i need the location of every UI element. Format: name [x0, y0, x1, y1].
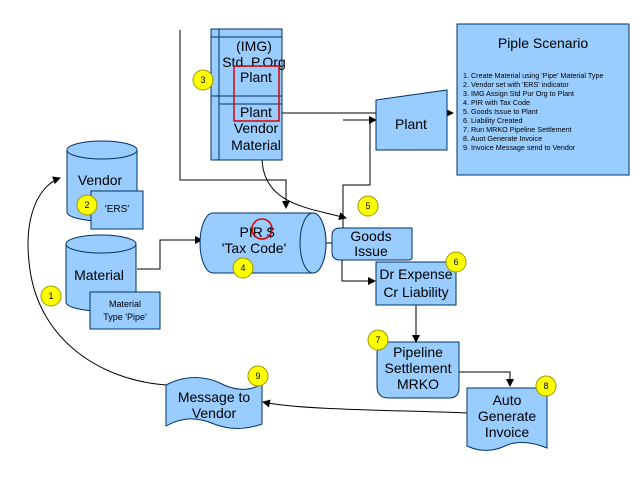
pir-line-1: PIR $	[239, 224, 274, 240]
connector-vendor-material-to-goods-issue	[261, 156, 347, 220]
scenario-step: 2. Vendor set with 'ERS' indicator	[463, 80, 569, 89]
connectors	[27, 30, 514, 414]
message-to-vendor-node: Message to Vendor	[165, 377, 263, 429]
scenario-step: 6. Liability Created	[463, 116, 523, 125]
step-badge-6: 6	[445, 251, 467, 273]
pipeline-line-3: MRKO	[397, 376, 439, 392]
material-type-tag-node: Material Type 'Pipe'	[89, 291, 161, 330]
connector-porg-to-pir	[179, 30, 290, 209]
invoice-line-2: Generate	[478, 408, 537, 424]
img-std-porg-node: (IMG) Std. P.Org Plant Plant Vendor Mate…	[210, 28, 286, 161]
svg-text:1: 1	[48, 291, 53, 301]
goods-issue-line-2: Issue	[354, 243, 388, 259]
scenario-step: 4. PIR with Tax Code	[463, 98, 530, 107]
step-badge-3: 3	[192, 69, 214, 91]
pir-line-2: 'Tax Code'	[222, 240, 287, 256]
ers-tag-node: 'ERS'	[90, 190, 144, 230]
svg-text:2: 2	[84, 200, 89, 210]
expense-line-2: Cr Liability	[383, 284, 448, 300]
step-badges: 1 2 3 4 5 6 7 8	[40, 69, 557, 397]
scenario-title: Piple Scenario	[498, 35, 588, 51]
ers-tag-label: 'ERS'	[105, 204, 129, 215]
step-badge-5: 5	[357, 195, 379, 217]
scenario-step: 7. Run MRKO Pipeline Settlement	[463, 125, 572, 134]
scenario-step: 8. Auot Generate Invoice	[463, 134, 542, 143]
material-type-line-2: Type 'Pipe'	[103, 312, 147, 322]
connector-pir-to-expense	[341, 257, 376, 285]
goods-issue-line-1: Goods	[350, 228, 391, 244]
pipeline-settlement-node: Pipeline Settlement MRKO	[376, 341, 460, 399]
pipeline-line-2: Settlement	[385, 360, 452, 376]
connector-message-to-vendor	[27, 176, 167, 386]
message-line-2: Vendor	[192, 405, 237, 421]
step-badge-1: 1	[40, 285, 62, 307]
step-badge-9: 9	[247, 365, 269, 387]
plant-right-node: Plant	[375, 89, 448, 151]
pipeline-line-1: Pipeline	[393, 344, 443, 360]
vendor-label: Vendor	[78, 172, 123, 188]
expense-node: Dr Expense Cr Liability	[375, 261, 457, 306]
step-badge-2: 2	[76, 194, 98, 216]
material-label: Material	[74, 267, 124, 283]
svg-text:7: 7	[375, 335, 380, 345]
porg-line-2: Std. P.Org	[222, 54, 286, 70]
vendor-material-line-2: Material	[231, 137, 281, 153]
step-badge-8: 8	[535, 375, 557, 397]
svg-text:8: 8	[543, 381, 548, 391]
svg-text:6: 6	[453, 257, 458, 267]
scenario-steps: 1. Create Material using 'Pipe' Material…	[463, 71, 603, 152]
plant-top-label: Plant	[240, 69, 272, 85]
connector-goods-issue-to-plant	[342, 116, 377, 228]
step-badge-4: 4	[232, 257, 254, 279]
material-type-line-1: Material	[109, 299, 141, 309]
message-line-1: Message to	[178, 389, 251, 405]
auto-invoice-node: Auto Generate Invoice	[466, 387, 548, 451]
connector-invoice-to-message	[262, 399, 468, 414]
scenario-step: 3. IMG Assign Std Pur Org to Plant	[463, 89, 574, 98]
pir-node: PIR $ 'Tax Code'	[199, 212, 327, 274]
plant-bottom-label: Plant	[240, 104, 272, 120]
expense-line-1: Dr Expense	[379, 266, 452, 282]
scenario-step: 1. Create Material using 'Pipe' Material…	[463, 71, 603, 80]
dollar-highlight-circle	[251, 218, 273, 240]
scenario-step: 5. Goods Issue to Plant	[463, 107, 538, 116]
step-badge-7: 7	[367, 329, 389, 351]
invoice-line-1: Auto	[493, 392, 522, 408]
porg-line-1: (IMG)	[236, 38, 272, 54]
scenario-box: Piple Scenario 1. Create Material using …	[456, 23, 630, 176]
connector-material-to-pir	[137, 236, 203, 270]
scenario-step: 9. Invoice Message send to Vendor	[463, 143, 576, 152]
plant-right-label: Plant	[395, 116, 427, 132]
invoice-line-3: Invoice	[485, 424, 530, 440]
svg-text:4: 4	[240, 263, 245, 273]
plant-highlight-box	[233, 65, 280, 122]
connector-pipeline-to-invoice	[459, 371, 514, 387]
svg-text:3: 3	[200, 75, 205, 85]
svg-text:5: 5	[365, 201, 370, 211]
vendor-material-line-1: Vendor	[234, 120, 279, 136]
svg-text:9: 9	[255, 371, 260, 381]
goods-issue-node: Goods Issue	[331, 227, 413, 261]
